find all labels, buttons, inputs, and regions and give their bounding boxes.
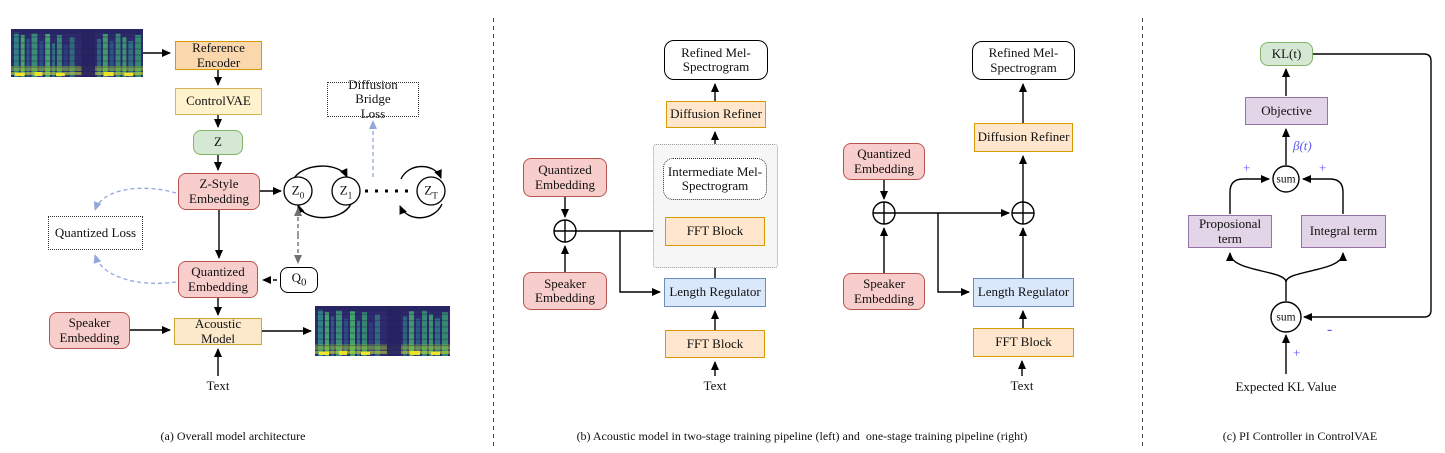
panel-a-latent-circles bbox=[283, 176, 446, 206]
z-latent-box: Z bbox=[193, 130, 243, 155]
sum-upper-label: sum bbox=[1276, 173, 1296, 186]
integral-term-box: Integral term bbox=[1301, 215, 1386, 248]
quantized-embedding-box: Quantized Embedding bbox=[523, 158, 607, 197]
output-mel-spectrogram-image bbox=[315, 306, 450, 356]
acoustic-model-box: Acoustic Model bbox=[174, 317, 262, 345]
zT-node bbox=[416, 176, 446, 206]
intermediate-mel-spectrogram-box: Intermediate Mel- Spectrogram bbox=[663, 158, 767, 200]
beta-t-label: β(t) bbox=[1293, 138, 1312, 153]
plus-left-sign: + bbox=[1243, 160, 1251, 175]
sum-upper-node bbox=[1272, 165, 1300, 193]
quantized-embedding-box: Quantized Embedding bbox=[843, 143, 925, 180]
panel-b-one-stage-connectors bbox=[880, 83, 1027, 376]
quantized-loss-box: Quantized Loss bbox=[48, 216, 143, 250]
panel-b-one-stage-sums bbox=[872, 201, 1035, 225]
length-regulator-box: Length Regulator bbox=[973, 278, 1074, 307]
quantized-embedding-box: Quantized Embedding bbox=[178, 261, 258, 298]
fft-block-upper-box: FFT Block bbox=[665, 217, 765, 246]
panel-c-sum-nodes bbox=[1270, 165, 1302, 333]
diffusion-refiner-box: Diffusion Refiner bbox=[974, 123, 1073, 152]
speaker-embedding-box: Speaker Embedding bbox=[523, 272, 607, 310]
z0-node-label: Z0 bbox=[291, 182, 305, 201]
z0-node bbox=[283, 176, 313, 206]
fft-block-box: FFT Block bbox=[973, 328, 1074, 357]
speaker-embedding-box: Speaker Embedding bbox=[843, 273, 925, 310]
sum-lower-label: sum bbox=[1276, 311, 1296, 324]
input-mel-spectrogram-image bbox=[11, 29, 143, 77]
diffusion-bridge-loss-box: Diffusion Bridge Loss bbox=[327, 77, 419, 120]
panel-a-loss-arrows bbox=[93, 120, 377, 284]
proposional-term-box: Proposional term bbox=[1188, 215, 1272, 248]
reference-encoder-box: Reference Encoder bbox=[175, 41, 262, 70]
panel-b-two-stage-sum bbox=[553, 219, 577, 243]
q0-label: Q0 bbox=[291, 269, 307, 289]
diffusion-refiner-box: Diffusion Refiner bbox=[666, 101, 766, 128]
fft-block-lower-box: FFT Block bbox=[665, 330, 765, 358]
z-style-embedding-box: Z-Style Embedding bbox=[178, 173, 260, 210]
panel-b-two-stage-connectors bbox=[561, 83, 719, 376]
z1-node-label: Z1 bbox=[339, 182, 353, 201]
panel-dividers bbox=[493, 18, 1143, 450]
text-input-label: Text bbox=[206, 378, 230, 393]
panel-c-caption: (c) PI Controller in ControlVAE bbox=[1222, 429, 1378, 443]
kl-t-box: KL(t) bbox=[1260, 42, 1313, 66]
refined-mel-spectrogram-box: Refined Mel- Spectrogram bbox=[664, 40, 768, 80]
panel-b-caption: (b) Acoustic model in two-stage training… bbox=[576, 429, 1028, 443]
zT-node-label: ZT bbox=[424, 182, 438, 201]
plus-bottom-sign: + bbox=[1293, 345, 1301, 360]
objective-box: Objective bbox=[1245, 97, 1328, 125]
panel-c-connectors bbox=[1226, 53, 1432, 374]
z1-node bbox=[331, 176, 361, 206]
q0-codebook-box: Q0 bbox=[280, 267, 318, 293]
sum-lower-node bbox=[1270, 301, 1302, 333]
controlvae-box: ControlVAE bbox=[175, 88, 262, 115]
plus-right-sign: + bbox=[1319, 160, 1327, 175]
refined-mel-spectrogram-box: Refined Mel- Spectrogram bbox=[972, 41, 1075, 80]
text-input-label: Text bbox=[1010, 378, 1034, 393]
expected-kl-value-label: Expected KL Value bbox=[1235, 379, 1337, 394]
length-regulator-box: Length Regulator bbox=[664, 278, 766, 307]
minus-sign: - bbox=[1327, 321, 1333, 338]
speaker-embedding-box: Speaker Embedding bbox=[49, 312, 130, 349]
text-input-label: Text bbox=[703, 378, 727, 393]
panel-a-caption: (a) Overall model architecture bbox=[160, 429, 306, 443]
